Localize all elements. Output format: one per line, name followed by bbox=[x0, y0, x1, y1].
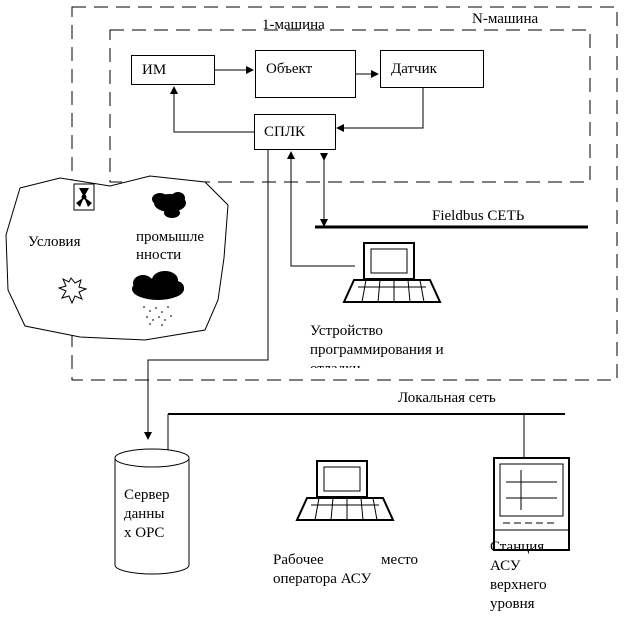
programmer-label-3: отладки bbox=[310, 360, 361, 368]
sensor-label: Датчик bbox=[391, 61, 437, 77]
smoke-cloud-icon bbox=[152, 192, 186, 218]
industrial-label-2: нности bbox=[136, 247, 182, 263]
arrow-splk-im bbox=[170, 86, 254, 133]
n-machine-frame bbox=[71, 6, 618, 381]
workstation-label-1: Рабочее bbox=[273, 552, 324, 568]
splk-box: СПЛК bbox=[254, 114, 336, 150]
actuator-label: ИМ bbox=[142, 62, 167, 78]
arrow-splk-server bbox=[144, 150, 269, 440]
sensor-box: Датчик bbox=[380, 50, 484, 88]
server-label-1: Сервер bbox=[124, 487, 170, 503]
conditions-boundary bbox=[5, 175, 229, 341]
upper-station-label-4: уровня bbox=[490, 596, 535, 612]
one-machine-label: 1-машина bbox=[262, 17, 325, 33]
industrial-label-1: промышле bbox=[136, 229, 205, 245]
splk-label: СПЛК bbox=[264, 124, 306, 140]
actuator-box: ИМ bbox=[131, 55, 215, 85]
opc-server-cylinder bbox=[114, 448, 190, 575]
workstation-label-3: оператора АСУ bbox=[273, 571, 372, 587]
monitor-icon bbox=[493, 457, 570, 551]
upper-station-label-2: АСУ bbox=[490, 558, 521, 574]
upper-station-label-3: верхнего bbox=[490, 577, 547, 593]
radiation-icon bbox=[73, 183, 95, 211]
workstation-label-2: место bbox=[381, 552, 419, 568]
arrow-programmer-splk bbox=[287, 151, 355, 267]
object-box: Объект bbox=[255, 50, 356, 98]
server-label-3: х OPC bbox=[124, 525, 165, 541]
upper-station-label-1: Станция bbox=[490, 539, 545, 555]
rain-cloud-icon bbox=[132, 271, 184, 326]
one-machine-frame bbox=[109, 29, 591, 183]
programmer-label-2: программирования и bbox=[310, 342, 444, 358]
explosion-icon bbox=[57, 277, 88, 305]
local-network-label: Локальная сеть bbox=[398, 390, 496, 406]
arrow-sensor-splk bbox=[336, 88, 424, 132]
server-label-2: данны bbox=[124, 506, 165, 522]
programmer-label-1: Устройство bbox=[310, 323, 383, 339]
workstation-computer-icon bbox=[295, 460, 395, 521]
fieldbus-label: Fieldbus СЕТЬ bbox=[432, 208, 525, 224]
computer-icon bbox=[342, 242, 442, 303]
conditions-label: Условия bbox=[28, 234, 81, 250]
object-label: Объект bbox=[266, 61, 313, 77]
n-machine-label: N-машина bbox=[472, 11, 539, 27]
